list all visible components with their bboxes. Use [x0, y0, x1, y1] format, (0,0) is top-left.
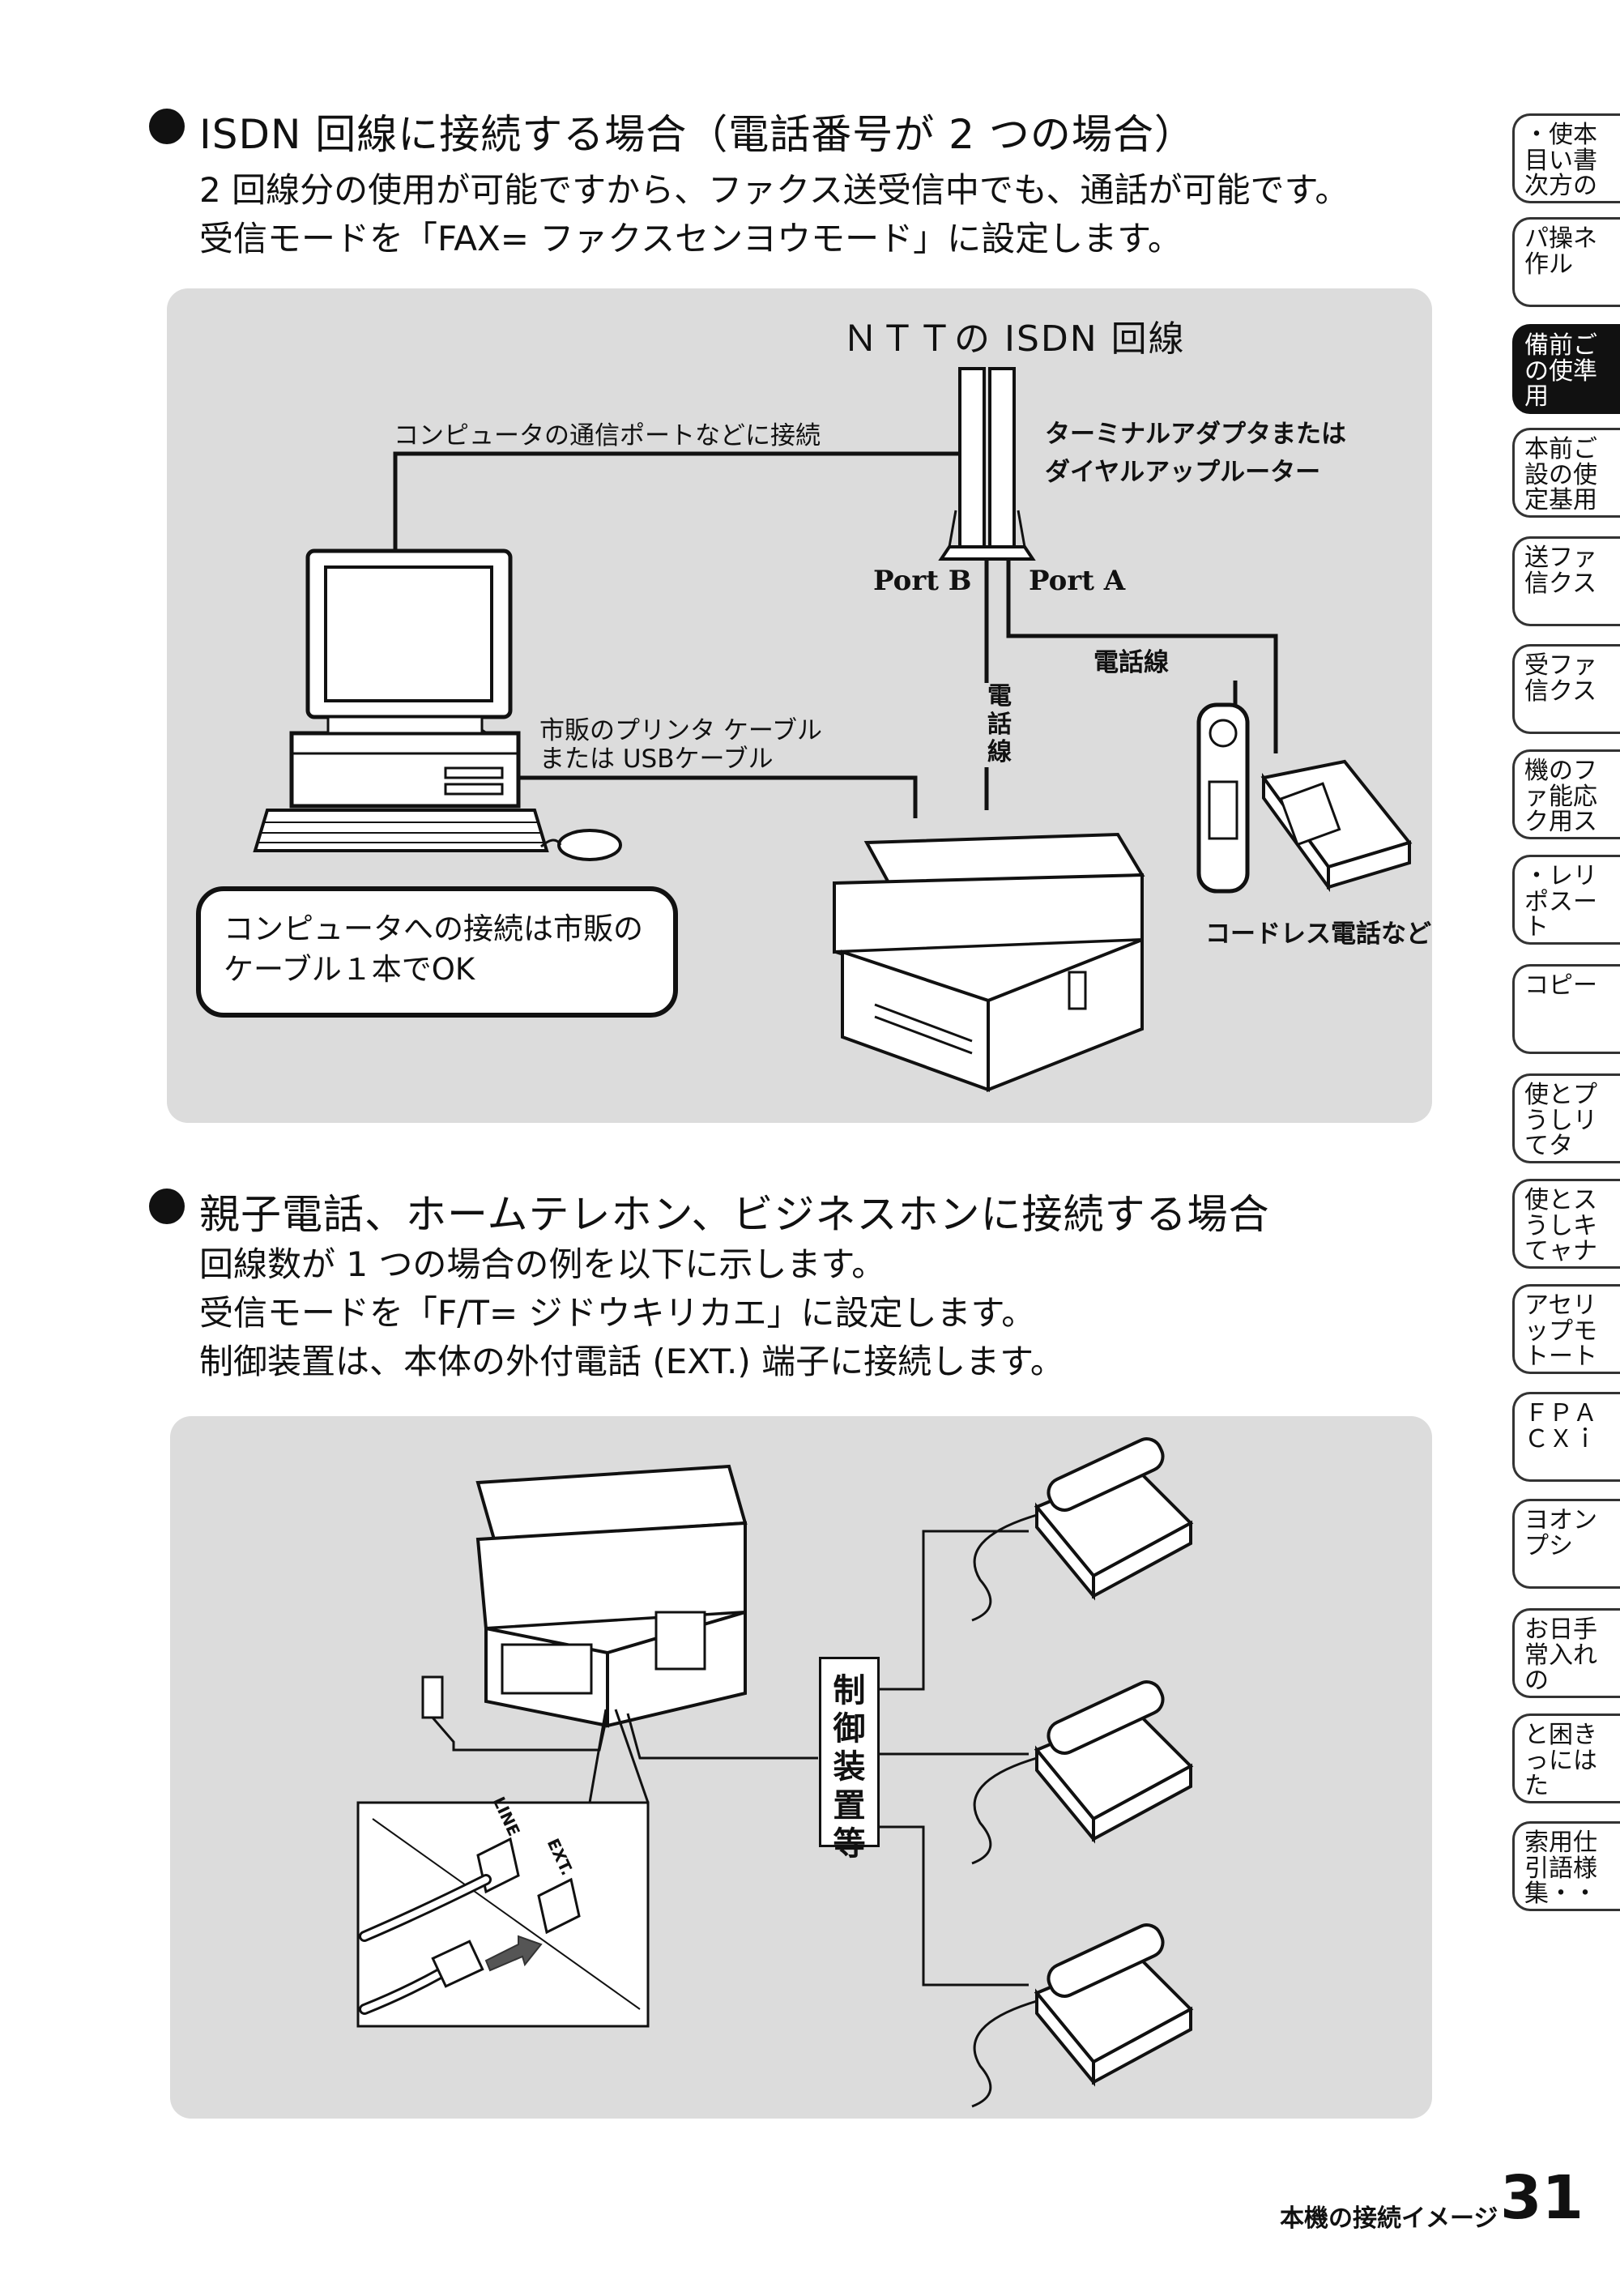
page-number: 31: [1500, 2163, 1584, 2233]
tab-options[interactable]: ヨオンプシ: [1512, 1499, 1620, 1589]
phone-1-icon: [971, 1437, 1194, 1622]
phone-line-label-v: 電話線: [983, 682, 1016, 767]
tab-how-to-read[interactable]: ・使本目い書次方の: [1512, 113, 1620, 203]
tab-troubleshooting[interactable]: と困きっにはた: [1512, 1713, 1620, 1803]
mouse-icon: [557, 829, 622, 861]
port-a-label: Port A: [1029, 565, 1126, 597]
tab-specs-glossary-index[interactable]: 索用仕引語様集・・: [1512, 1821, 1620, 1911]
terminal-adapter-icon: [938, 367, 1036, 561]
keyboard-icon: [253, 809, 549, 852]
printer-cable-label-1: 市販のプリンタ ケーブル: [539, 716, 822, 745]
section1-line-2: 受信モードを「FAX= ファクスセンヨウモード」に設定します。: [199, 219, 1182, 258]
cordless-base-icon: [1260, 759, 1413, 893]
control-device-box: 制御装置等: [819, 1657, 880, 1863]
tab-pc-fax[interactable]: ＦＰＡＣＸｉ: [1512, 1392, 1620, 1482]
mfc-rear-icon: [475, 1464, 748, 1728]
phone-2-icon: [971, 1680, 1194, 1865]
section2-heading: 親子電話、ホームテレホン、ビジネスホンに接続する場合: [199, 1191, 1270, 1238]
pc-connection-callout: コンピュータへの接続は市販の ケーブル１本でOK: [196, 886, 678, 1018]
section1-bullet: [149, 109, 185, 144]
callout-line-1: コンピュータへの接続は市販の: [224, 911, 643, 946]
tab-control-panel[interactable]: パ操ネ作ル: [1512, 217, 1620, 307]
tab-fax-send[interactable]: 送ファ信クス: [1512, 536, 1620, 626]
cordless-handset-icon: [1196, 681, 1250, 894]
section2-line-2: 受信モードを「F/T= ジドウキリカエ」に設定します。: [199, 1293, 1036, 1333]
tab-maintenance[interactable]: お日手常入れの: [1512, 1608, 1620, 1698]
pc-port-label: コンピュータの通信ポートなどに接続: [394, 421, 821, 450]
computer-monitor-icon: [305, 548, 513, 735]
multiphone-diagram-lines: [356, 1437, 1194, 2108]
tab-use-as-printer[interactable]: 使とプうしリてタ: [1512, 1073, 1620, 1163]
cordless-phone-label: コードレス電話など: [1205, 920, 1431, 949]
section1-line-1: 2 回線分の使用が可能ですから、ファクス送受信中でも、通話が可能です。: [199, 170, 1349, 210]
tab-copy[interactable]: コピー: [1512, 964, 1620, 1054]
mfc-printer-icon: [833, 832, 1145, 1092]
adapter-label-1: ターミナルアダプタまたは: [1045, 420, 1346, 449]
jack-inset-illustration: [356, 1801, 650, 2028]
section2-line-3: 制御装置は、本体の外付電話 (EXT.) 端子に接続します。: [199, 1342, 1064, 1381]
tab-fax-receive[interactable]: 受ファ信クス: [1512, 644, 1620, 734]
footer-section-label: 本機の接続イメージ: [1280, 2204, 1498, 2233]
isdn-diagram-lines: [253, 367, 1413, 1092]
tab-basic-settings[interactable]: 本前ご設の使定基用: [1512, 428, 1620, 518]
phone-line-label-h: 電話線: [1094, 648, 1169, 677]
tab-fax-advanced[interactable]: 機のファ能応ク用ス: [1512, 749, 1620, 839]
section2-bullet: [149, 1189, 185, 1224]
printer-cable-label-2: または USBケーブル: [539, 745, 774, 774]
computer-base-icon: [289, 715, 521, 809]
wall-jack-icon: [421, 1675, 444, 1719]
tab-remote-setup[interactable]: アセリップモトート: [1512, 1284, 1620, 1374]
adapter-label-2: ダイヤルアップルーター: [1045, 458, 1321, 487]
tab-preparation[interactable]: 備前ごの使準用: [1512, 324, 1620, 414]
port-b-label: Port B: [873, 565, 972, 597]
tab-reports-lists[interactable]: ・レリポスート: [1512, 855, 1620, 945]
section1-heading: ISDN 回線に接続する場合（電話番号が 2 つの場合）: [199, 111, 1196, 158]
callout-line-2: ケーブル１本でOK: [224, 951, 475, 987]
tab-use-as-scanner[interactable]: 使とスうしキてャナ: [1512, 1179, 1620, 1269]
phone-3-icon: [971, 1923, 1194, 2108]
section2-line-1: 回線数が 1 つの場合の例を以下に示します。: [199, 1244, 886, 1284]
ntt-isdn-label: ＮＴＴの ISDN 回線: [842, 318, 1186, 360]
